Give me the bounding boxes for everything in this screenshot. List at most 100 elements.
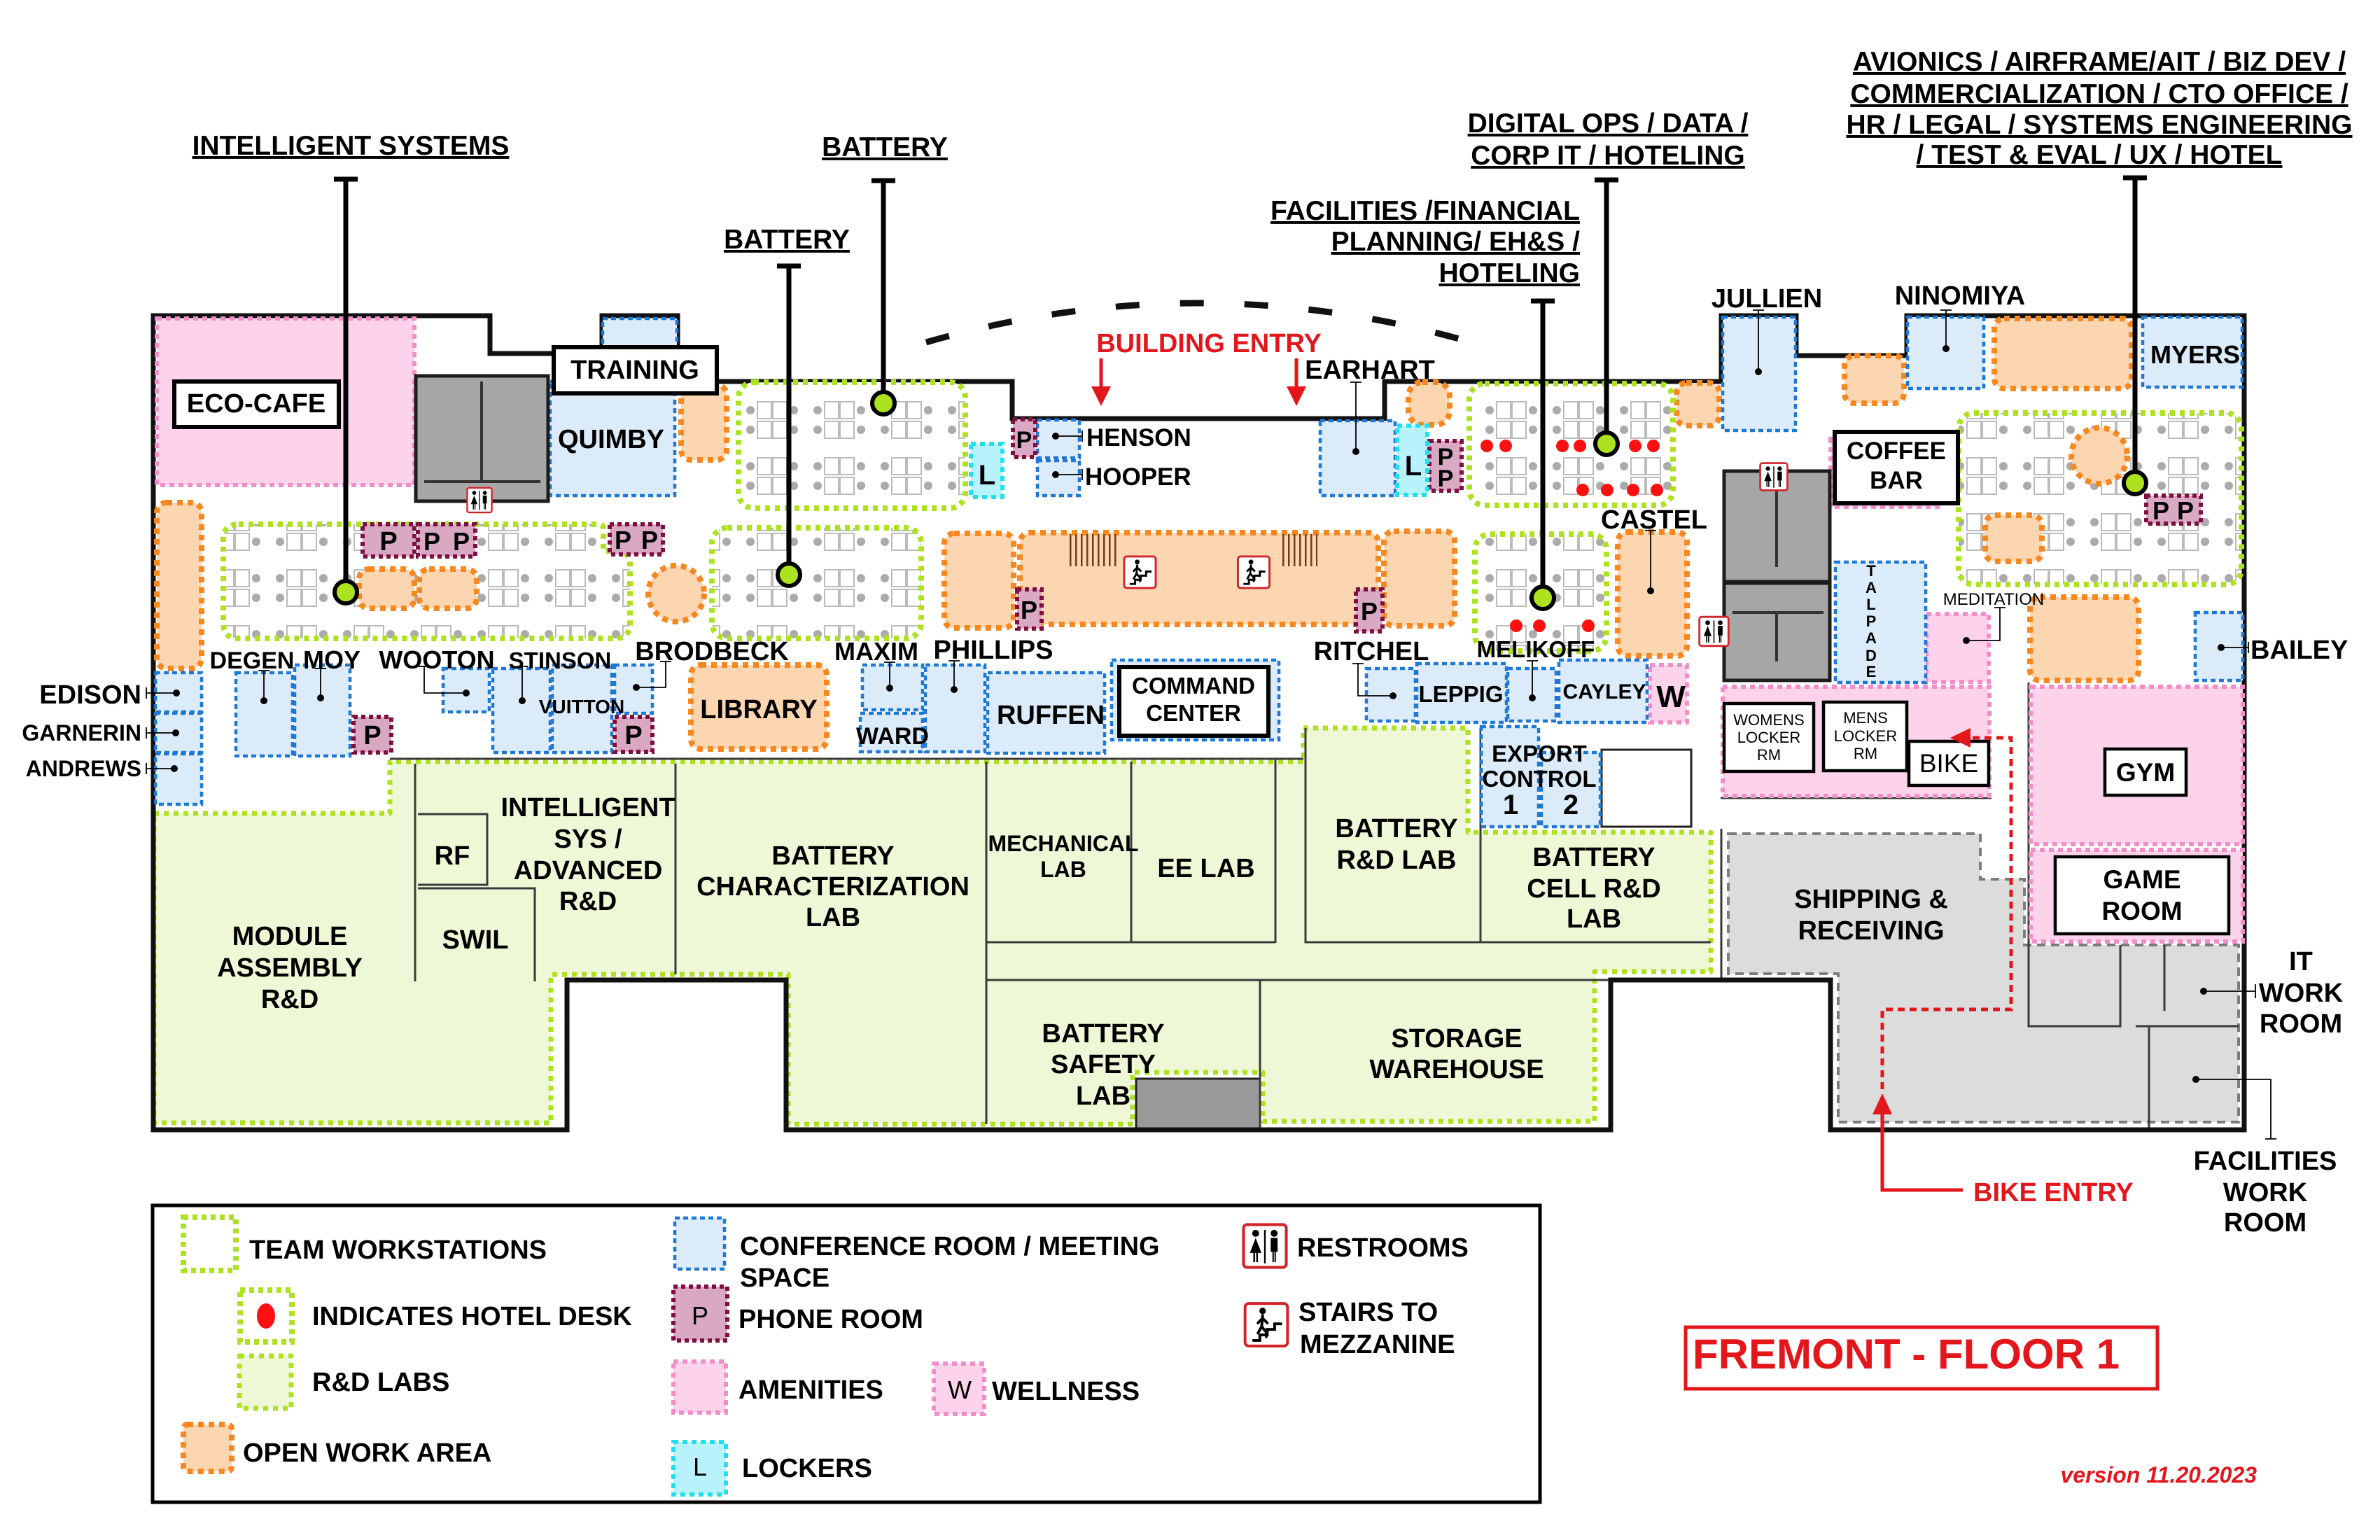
lab-label-intelligent-sys: ADVANCED	[514, 856, 663, 886]
lab-label-intelligent-sys: SYS /	[554, 825, 622, 854]
room-pointer-dot	[1755, 368, 1762, 375]
room-label-talpade-letter: T	[1866, 562, 1876, 580]
lab-label-intelligent-sys: R&D	[559, 887, 617, 916]
room-label-myers: MYERS	[2150, 340, 2240, 369]
entry-canopy	[925, 300, 1473, 346]
room-label-ruffen: RUFFEN	[997, 701, 1105, 730]
phone-room-label: P	[1438, 465, 1454, 492]
leader-line-jullien	[1753, 309, 1764, 372]
room-label-leppig: LEPPIG	[1418, 681, 1503, 707]
mens-locker-room-label-box	[1821, 700, 1909, 773]
open-work-area	[645, 563, 707, 624]
entries: BUILDING ENTRY BIKE ENTRY	[1091, 329, 2134, 1208]
phone-room	[360, 522, 416, 559]
room-pointer-dot	[1647, 587, 1654, 594]
room-label-it-work-room: IT	[2289, 947, 2313, 976]
legend-swatch-rd-labs	[237, 1353, 294, 1411]
hotel-desk-marker	[1651, 484, 1663, 496]
phone-room-label: P	[2177, 496, 2194, 525]
lab-label-battery-characterization: CHARACTERIZATION	[696, 872, 969, 902]
lockers: L L	[969, 424, 1429, 499]
room-label-wooton: WOOTON	[379, 645, 494, 674]
arrow-down-icon	[1091, 386, 1111, 406]
leader-line-facilities-work-room	[2196, 1079, 2276, 1140]
leader-line-it-work-room	[2204, 984, 2256, 998]
room-label-command-center: COMMAND	[1132, 673, 1255, 699]
womens-locker-room-label-box	[1722, 701, 1816, 774]
legend-label-lockers: LOCKERS	[742, 1454, 872, 1483]
room-label-talpade-letter: D	[1865, 647, 1877, 664]
department-label-battery-upper: BATTERY	[822, 132, 948, 162]
library-area	[688, 662, 830, 752]
room-pointer-dot	[886, 685, 893, 692]
open-work-area	[1381, 528, 1457, 629]
legend-frame	[150, 1203, 1542, 1504]
room-pointer-dot	[2218, 644, 2225, 651]
plan-version: version 11.20.2023	[2061, 1462, 2258, 1488]
leader-intelligent-systems	[334, 176, 358, 592]
phone-room-label: P	[1016, 427, 1032, 454]
rd-labs-zone	[151, 725, 1714, 1127]
team-workstations-battery-upper	[736, 379, 968, 511]
room-label-edison: EDISON	[39, 680, 141, 710]
open-work-zones	[154, 316, 2141, 752]
department-label-avionics-line: HR / LEGAL / SYSTEMS ENGINEERING	[1846, 110, 2352, 140]
shipping-receiving-zone	[1727, 832, 2240, 1124]
department-label-facilities-line: FACILITIES /FINANCIAL	[1270, 196, 1580, 226]
room-label-gym: GYM	[2116, 758, 2175, 787]
legend-label-open-work-area: OPEN WORK AREA	[243, 1438, 491, 1468]
room-label-castel: CASTEL	[1601, 505, 1707, 535]
hotel-desk-marker	[1647, 440, 1660, 452]
conference-room-export-control-1	[1479, 724, 1541, 829]
interior-walls	[390, 682, 2239, 1128]
room-label-export-control-1: 1	[1503, 790, 1518, 820]
room-label-export-control: CONTROL	[1482, 766, 1596, 792]
legend-label-amenities: AMENITIES	[738, 1376, 883, 1405]
room-label-talpade-letter: E	[1866, 663, 1877, 680]
open-work-area	[2068, 425, 2130, 486]
stair-treads	[1068, 534, 1120, 566]
leader-line-ritchel	[1352, 663, 1393, 696]
game-room-label-box	[2053, 855, 2231, 936]
legend-lockers-symbol: L	[693, 1452, 707, 1481]
conference-room-henson	[1035, 418, 1082, 460]
department-pointer-dot-icon	[332, 579, 359, 606]
arrow-up-icon	[1872, 1093, 1892, 1114]
room-label-export-control-2: 2	[1563, 790, 1578, 820]
room-label-game-room: GAME	[2104, 865, 2181, 894]
arrow-down-icon	[1287, 386, 1306, 406]
conference-room-stinson	[491, 666, 552, 755]
room-label-mens-locker-room: LOCKER	[1834, 727, 1897, 745]
phone-room-label: P	[624, 721, 642, 750]
room-label-it-work-room: ROOM	[2260, 1009, 2342, 1039]
leader-line-wooton	[419, 666, 466, 694]
room-label-bailey: BAILEY	[2250, 636, 2348, 665]
room-pointer-dot	[172, 729, 179, 736]
locker-area	[969, 442, 1004, 499]
locker-area	[1395, 424, 1429, 497]
legend-label-restrooms: RESTROOMS	[1297, 1233, 1469, 1263]
room-label-shipping-receiving: SHIPPING &	[1794, 885, 1948, 914]
legend-swatch-amenities	[671, 1359, 728, 1415]
room-label-maxim: MAXIM	[834, 637, 918, 666]
conference-room-cayley	[1557, 658, 1649, 724]
room-label-command-center: CENTER	[1146, 700, 1241, 726]
lab-label-battery-safety: BATTERY	[1042, 1019, 1164, 1049]
room-pointer-dot	[519, 697, 526, 704]
lab-label-swil: SWIL	[442, 925, 509, 955]
phone-room	[2144, 493, 2203, 526]
lab-label-module-assembly: MODULE	[232, 922, 348, 951]
room-label-talpade-letter: A	[1865, 579, 1877, 596]
hotel-desk-marker	[1582, 620, 1595, 632]
department-pointer-dot-icon	[870, 390, 897, 416]
phone-room-label: P	[363, 721, 381, 750]
bike-entry-label: BIKE ENTRY	[1973, 1178, 2134, 1208]
lab-label-mechanical: MECHANICAL	[988, 831, 1138, 856]
locker-label: L	[979, 460, 995, 491]
locker-label: L	[1405, 451, 1422, 482]
leader-line-brodbeck	[636, 661, 671, 688]
legend-phone-symbol: P	[692, 1301, 708, 1330]
team-workstation-zones	[220, 379, 2244, 654]
department-label-facilities-line: HOTELING	[1439, 258, 1581, 288]
leader-line-hooper	[1056, 469, 1083, 480]
